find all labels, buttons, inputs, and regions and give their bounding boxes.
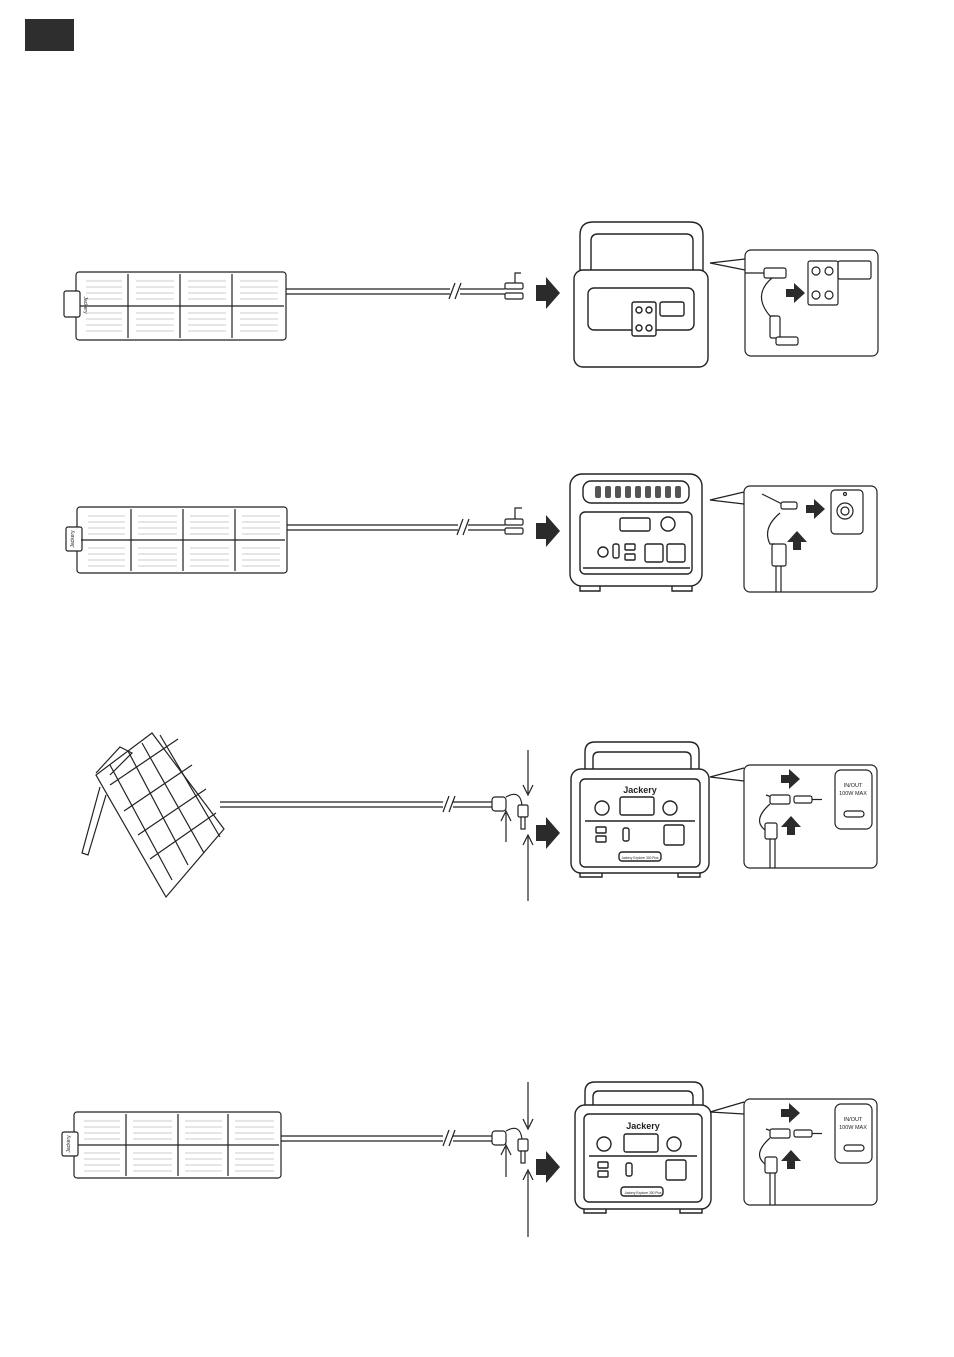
inset-port-label-1: IN/OUT <box>844 1117 863 1123</box>
inset-insert-arrow <box>806 499 825 519</box>
solar-panel-standing <box>81 732 225 899</box>
inset-up-arrow <box>781 1150 801 1169</box>
power-station <box>574 1081 712 1214</box>
inset-up-arrow <box>787 531 807 550</box>
station-model-label: Jackery Explorer 300 Plus <box>621 856 658 860</box>
insert-arrow <box>536 277 560 309</box>
solar-panel <box>63 271 287 341</box>
connection-scene-1: Jackery <box>63 221 879 368</box>
solar-cable <box>281 1082 534 1237</box>
connection-scene-3: Jackery Jackery Explorer 300 Plus IN/OUT… <box>81 732 878 901</box>
power-station <box>570 741 710 878</box>
solar-panel <box>61 1111 282 1179</box>
insert-arrow <box>536 515 560 547</box>
port-detail-inset <box>709 764 878 869</box>
insert-arrow <box>536 1151 560 1183</box>
port-detail-inset <box>709 485 878 593</box>
connection-scene-2: Jackery <box>65 473 878 593</box>
station-brand: Jackery <box>626 1121 660 1131</box>
solar-panel <box>65 506 288 574</box>
panel-label: Jackery <box>82 296 88 314</box>
inset-insert-arrow <box>781 769 800 789</box>
inset-up-arrow <box>781 816 801 835</box>
inset-port-label-1: IN/OUT <box>844 783 863 789</box>
station-model-label: Jackery Explorer 300 Plus <box>624 1191 661 1195</box>
inset-port-label-2: 100W MAX <box>839 791 867 797</box>
solar-cable <box>287 507 524 536</box>
page-corner-tab <box>25 19 74 51</box>
inset-insert-arrow <box>786 283 805 303</box>
connection-scene-4: Jackery Jackery Jackery Explorer 300 Plu… <box>61 1081 878 1237</box>
port-detail-inset <box>709 1098 878 1206</box>
inset-insert-arrow <box>781 1103 800 1123</box>
insert-arrow <box>536 817 560 849</box>
power-station <box>569 473 703 592</box>
port-detail-inset <box>709 249 879 357</box>
station-brand: Jackery <box>623 785 657 795</box>
panel-label: Jackery <box>66 1135 72 1153</box>
panel-label: Jackery <box>70 530 76 548</box>
inset-port-label-2: 100W MAX <box>839 1125 867 1131</box>
solar-cable <box>220 750 534 901</box>
power-station <box>573 221 709 368</box>
solar-cable <box>286 272 524 300</box>
